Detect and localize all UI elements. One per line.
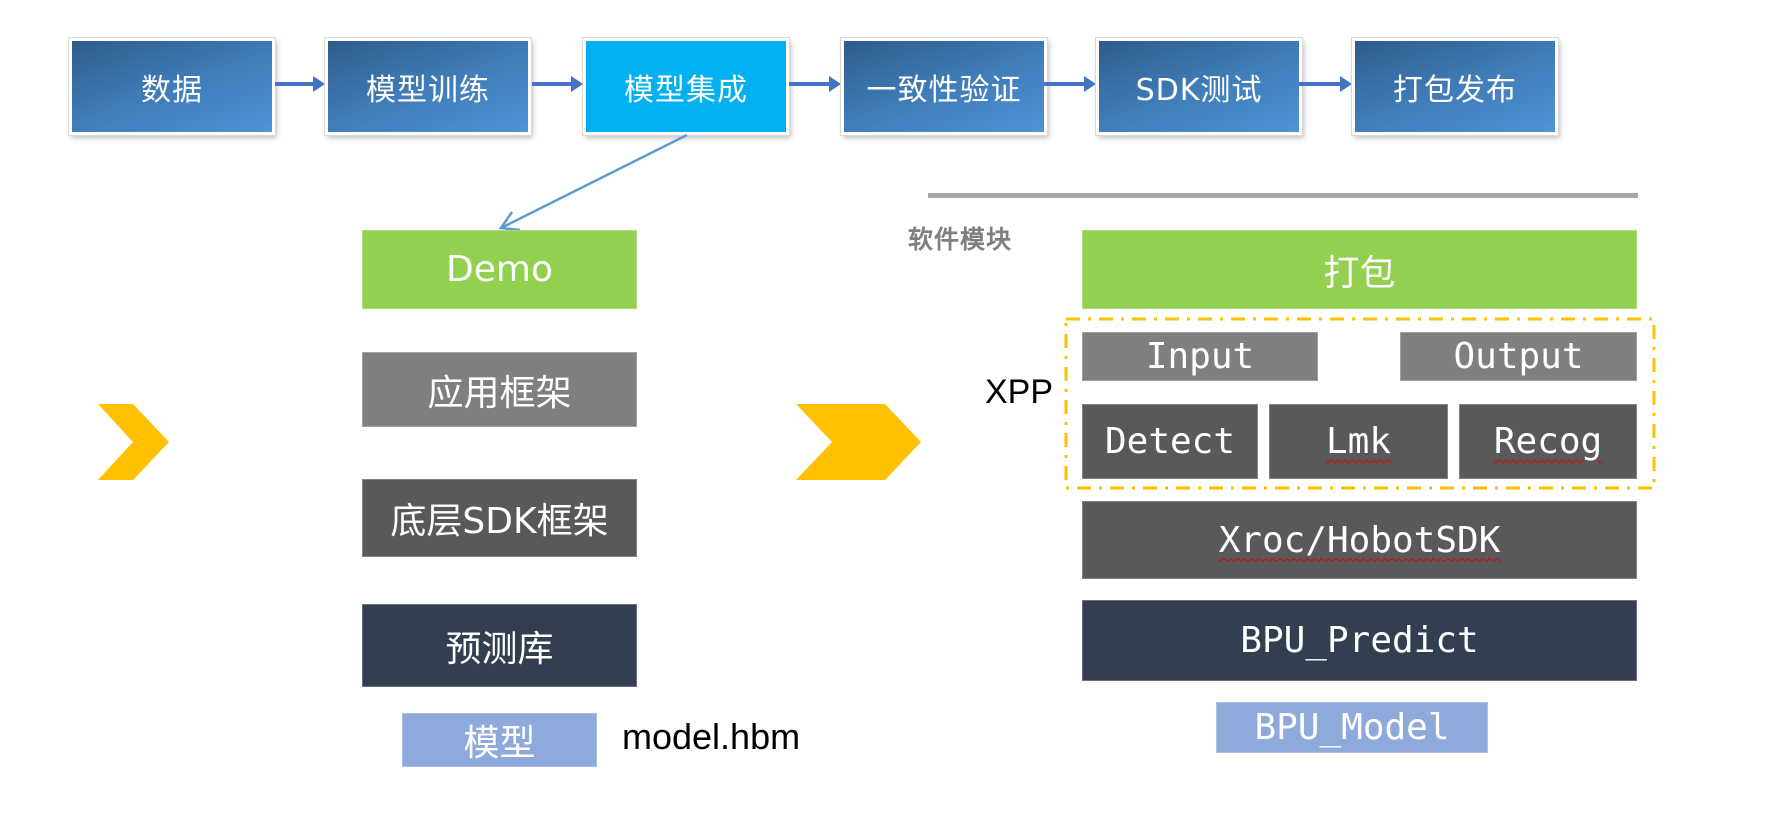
layer-demo: Demo: [362, 230, 637, 309]
xpp-label: XPP: [985, 373, 1054, 411]
flow-step-label: 模型训练: [366, 72, 490, 108]
layer-label: BPU_Predict: [1240, 620, 1479, 661]
layer-model: 模型: [402, 713, 597, 767]
layer-bpu-model: BPU_Model: [1216, 702, 1488, 753]
flow-step-label: SDK测试: [1135, 72, 1263, 108]
layer-app-framework: 应用框架: [362, 352, 637, 427]
module-recog: Recog: [1459, 404, 1637, 479]
module-output: Output: [1400, 332, 1637, 381]
flow-step-label: 模型集成: [624, 72, 748, 108]
chevron-right-icon: [796, 404, 921, 480]
layer-package: 打包: [1082, 230, 1637, 309]
layer-hobot-sdk: Xroc/HobotSDK: [1082, 501, 1637, 579]
flow-step-package-release: 打包发布: [1351, 37, 1559, 136]
flow-step-label: 打包发布: [1393, 72, 1517, 108]
section-divider: [928, 193, 1638, 198]
flow-step-data: 数据: [68, 37, 276, 136]
module-lmk: Lmk: [1269, 404, 1448, 479]
module-label: Recog: [1493, 421, 1603, 462]
link-arrow-line: [502, 133, 688, 229]
layer-label: Demo: [446, 249, 553, 290]
model-filename: model.hbm: [622, 716, 801, 757]
module-label: Output: [1453, 336, 1584, 377]
chevron-right-icon: [98, 404, 169, 480]
layer-label: 模型: [463, 723, 536, 764]
section-label: 软件模块: [908, 225, 1013, 254]
layer-label: 打包: [1323, 252, 1396, 294]
layer-bpu-predict: BPU_Predict: [1082, 600, 1637, 681]
layer-label: 应用框架: [427, 372, 572, 414]
layer-label: Xroc/HobotSDK: [1218, 519, 1501, 561]
layer-label: BPU_Model: [1254, 707, 1450, 748]
module-detect: Detect: [1082, 404, 1258, 479]
flow-arrow: [1044, 76, 1096, 92]
flow-step-model-training: 模型训练: [324, 37, 532, 136]
layer-label: 底层SDK框架: [390, 501, 609, 542]
module-label: Lmk: [1325, 421, 1392, 462]
flow-arrow: [789, 76, 841, 92]
flow-step-model-integration: 模型集成: [582, 37, 790, 136]
layer-label: 预测库: [445, 628, 554, 670]
flow-step-sdk-test: SDK测试: [1095, 37, 1303, 136]
flow-step-consistency-check: 一致性验证: [840, 37, 1048, 136]
module-input: Input: [1082, 332, 1318, 381]
layer-predict-lib: 预测库: [362, 604, 637, 687]
module-label: Detect: [1104, 421, 1236, 462]
flow-arrow: [275, 76, 325, 92]
module-label: Input: [1145, 336, 1255, 377]
flow-arrow: [1299, 76, 1352, 92]
flow-arrow: [532, 76, 583, 92]
flow-step-label: 一致性验证: [866, 72, 1022, 108]
flow-step-label: 数据: [141, 72, 203, 108]
xpp-group-border: [1064, 317, 1656, 490]
link-arrow-head: [498, 211, 521, 232]
layer-sdk-framework: 底层SDK框架: [362, 479, 637, 557]
